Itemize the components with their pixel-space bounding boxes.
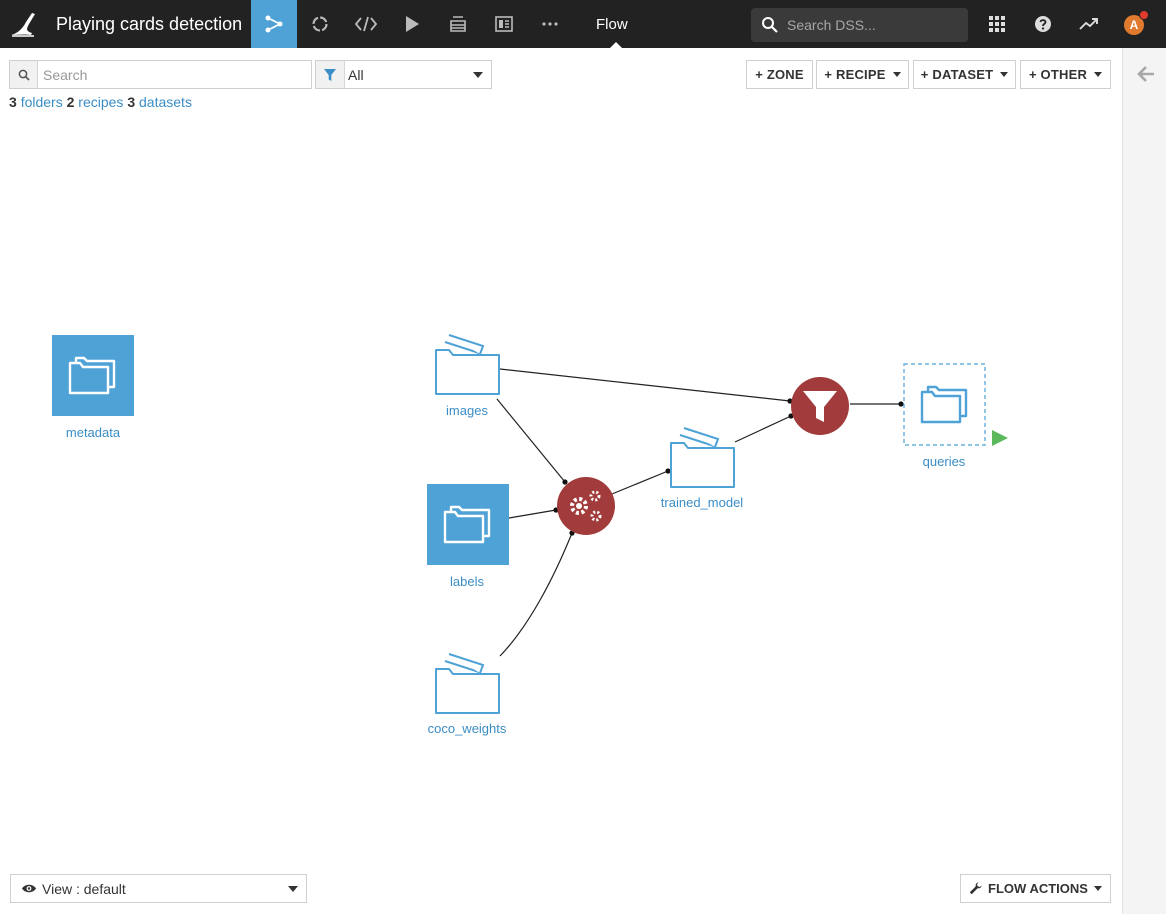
wrench-icon: [969, 882, 982, 895]
edge-train-to-trained-model: [611, 470, 669, 495]
apps-grid-icon: [989, 16, 1005, 32]
run-icon: [406, 16, 419, 32]
edge-images-to-train: [496, 398, 566, 483]
chevron-down-icon: [892, 72, 901, 77]
folders-count: 3: [9, 94, 17, 110]
lifecycle-icon: [312, 16, 328, 32]
chevron-down-icon: [1094, 72, 1103, 77]
remote-folder-icon: [435, 653, 500, 714]
chevron-down-icon: [1000, 72, 1009, 77]
recipes-link[interactable]: recipes: [78, 94, 124, 110]
chevron-down-icon: [1093, 886, 1102, 891]
datasets-count: 3: [127, 94, 136, 110]
flow-view-select[interactable]: View : default: [10, 874, 307, 903]
run-play-icon[interactable]: [992, 430, 1008, 446]
chevron-down-icon: [473, 72, 483, 78]
filter-selected-value: All: [348, 67, 364, 83]
nav-lifecycle-button[interactable]: [297, 0, 343, 48]
filter-icon-wrap: [316, 61, 345, 88]
flow-actions-label: FLOW ACTIONS: [988, 881, 1088, 896]
help-icon: [1035, 16, 1051, 32]
node-trained-model-label: trained_model: [661, 495, 743, 510]
view-select-label: View : default: [42, 881, 126, 897]
search-icon: [18, 69, 30, 81]
dashboard-icon: [495, 16, 513, 32]
remote-folder-icon: [435, 334, 500, 395]
more-icon: [542, 22, 558, 26]
node-trained-model[interactable]: trained_model: [661, 427, 743, 510]
activity-button[interactable]: [1066, 0, 1112, 48]
notification-badge: [1139, 10, 1149, 20]
funnel-icon: [803, 391, 837, 422]
help-button[interactable]: [1020, 0, 1066, 48]
global-search-box[interactable]: [751, 8, 968, 42]
add-dataset-label: + DATASET: [920, 67, 994, 82]
global-search-input[interactable]: [787, 8, 962, 42]
add-zone-button[interactable]: + ZONE: [746, 60, 813, 89]
user-avatar[interactable]: A: [1124, 15, 1144, 35]
node-coco-weights-label: coco_weights: [428, 721, 507, 736]
recipe-filter[interactable]: [791, 377, 849, 435]
eye-icon: [22, 884, 36, 893]
add-recipe-button[interactable]: + RECIPE: [816, 60, 909, 89]
remote-folder-icon: [670, 427, 735, 488]
search-icon: [762, 17, 778, 33]
datasets-link[interactable]: datasets: [139, 94, 192, 110]
nav-dashboard-button[interactable]: [481, 0, 527, 48]
chevron-down-icon: [288, 886, 298, 892]
add-zone-label: + ZONE: [755, 67, 804, 82]
flow-search-input[interactable]: [43, 61, 308, 88]
nav-stack-button[interactable]: [435, 0, 481, 48]
nav-flow-button[interactable]: [251, 0, 297, 48]
node-labels-label: labels: [450, 574, 484, 589]
add-other-button[interactable]: + OTHER: [1020, 60, 1111, 89]
top-navigation-bar: Playing cards detection: [0, 0, 1166, 48]
flow-search-icon-wrap: [10, 61, 38, 88]
flow-object-summary: 3 folders 2 recipes 3 datasets: [9, 94, 192, 110]
edge-labels-to-train: [508, 509, 557, 519]
add-recipe-label: + RECIPE: [824, 67, 886, 82]
add-other-label: + OTHER: [1028, 67, 1088, 82]
flow-icon: [265, 15, 283, 33]
node-metadata[interactable]: metadata: [52, 335, 134, 440]
filter-funnel-icon: [324, 68, 336, 81]
node-labels[interactable]: labels: [427, 484, 509, 589]
node-queries[interactable]: queries: [903, 363, 1008, 469]
flow-actions-button[interactable]: FLOW ACTIONS: [960, 874, 1111, 903]
current-section-label[interactable]: Flow: [596, 16, 628, 33]
nav-run-button[interactable]: [389, 0, 435, 48]
node-images-label: images: [446, 403, 488, 418]
flow-search-box[interactable]: [9, 60, 312, 89]
edge-images-to-filter: [499, 368, 791, 402]
node-queries-label: queries: [923, 454, 966, 469]
flow-edges: [496, 368, 904, 657]
object-type-filter[interactable]: All: [315, 60, 492, 89]
managed-folder-icon: [920, 385, 968, 424]
folders-link[interactable]: folders: [20, 94, 63, 110]
flow-canvas[interactable]: metadata images labels coco_weights trai…: [0, 110, 1120, 870]
code-icon: [355, 16, 377, 32]
dataiku-bird-logo-icon[interactable]: [8, 10, 38, 38]
edge-trained-model-to-filter: [734, 415, 792, 443]
apps-grid-button[interactable]: [974, 0, 1020, 48]
arrow-left-icon[interactable]: [1137, 66, 1155, 82]
add-dataset-button[interactable]: + DATASET: [913, 60, 1016, 89]
gears-icon: [570, 490, 602, 522]
edge-coco-weights-to-train: [499, 532, 573, 657]
node-images[interactable]: images: [435, 334, 500, 418]
nav-more-button[interactable]: [527, 0, 573, 48]
right-side-panel: [1122, 48, 1166, 914]
activity-trend-icon: [1079, 18, 1098, 30]
node-coco-weights[interactable]: coco_weights: [428, 653, 507, 736]
node-metadata-label: metadata: [66, 425, 121, 440]
nav-code-button[interactable]: [343, 0, 389, 48]
stack-icon: [450, 16, 466, 32]
active-section-indicator: [610, 42, 622, 48]
recipes-count: 2: [66, 94, 75, 110]
recipe-train[interactable]: [557, 477, 615, 535]
project-title[interactable]: Playing cards detection: [56, 14, 243, 34]
